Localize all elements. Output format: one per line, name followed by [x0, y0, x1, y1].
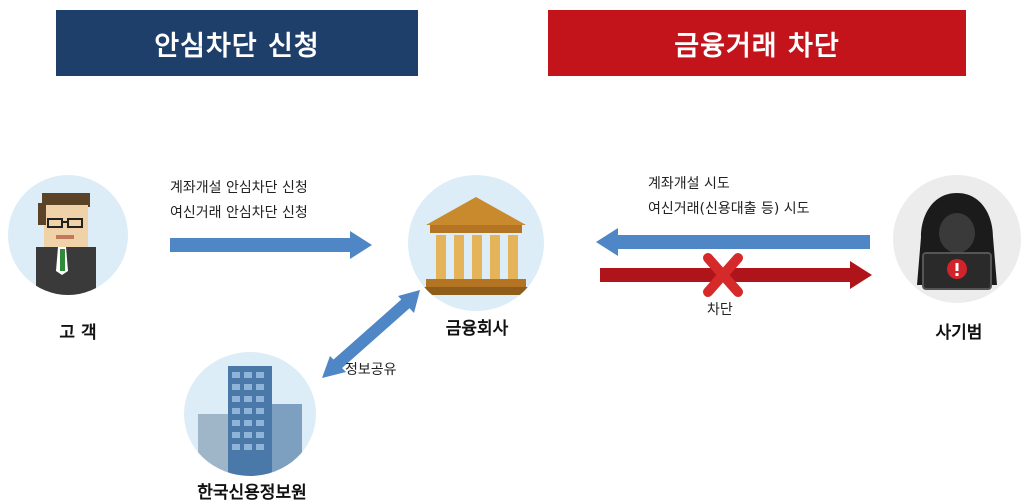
- bank-building-icon: [420, 197, 532, 295]
- attempt-arrow: [596, 228, 870, 256]
- hacker-icon: [917, 193, 997, 290]
- financial-company-label: 금융회사: [445, 319, 509, 339]
- block-x-icon: [703, 253, 743, 297]
- banner-safe-block-application: 안심차단 신청: [56, 10, 418, 76]
- fraudster-node: [893, 175, 1021, 303]
- apply-text-account: 계좌개설 안심차단 신청: [170, 180, 308, 196]
- banner-financial-transaction-block: 금융거래 차단: [548, 10, 966, 76]
- info-share-arrow: [322, 290, 420, 378]
- blocked-label: 차단: [707, 302, 733, 318]
- customer-avatar: [8, 175, 128, 295]
- kcis-label: 한국신용정보원: [197, 483, 307, 503]
- kcis-node: [184, 352, 316, 476]
- fraudster-label: 사기범: [935, 323, 983, 343]
- attempt-text-credit: 여신거래(신용대출 등) 시도: [648, 201, 810, 217]
- financial-company-node: [408, 175, 544, 311]
- apply-text-credit: 여신거래 안심차단 신청: [170, 205, 308, 221]
- customer-icon: [36, 193, 96, 295]
- attempt-text-account: 계좌개설 시도: [648, 176, 730, 192]
- info-share-label: 정보공유: [345, 362, 397, 378]
- apply-arrow: [170, 231, 372, 259]
- customer-label: 고 객: [59, 323, 97, 343]
